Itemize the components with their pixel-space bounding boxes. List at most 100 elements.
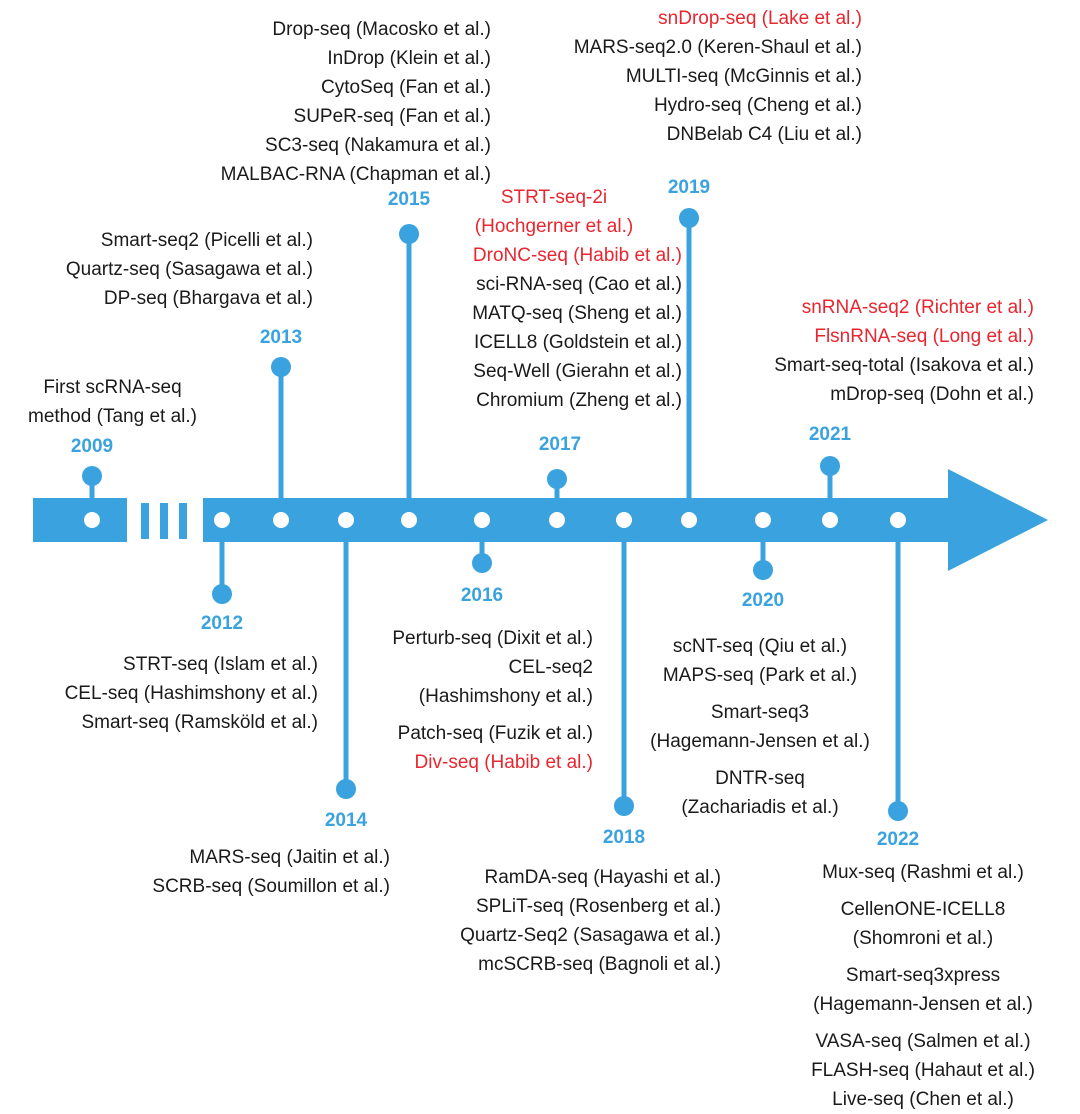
timeline-dot <box>338 512 354 528</box>
method-entry: CellenONE-ICELL8 <box>840 899 1006 920</box>
methods-2015: Drop-seq (Macosko et al.) InDrop (Klein e… <box>221 15 491 189</box>
arrow-head <box>948 469 1048 571</box>
method-entry: (Hagemann-Jensen et al.) <box>813 994 1033 1015</box>
method-entry: SPLiT-seq (Rosenberg et al.) <box>475 896 721 917</box>
year-end-dot <box>614 796 634 816</box>
methods-2019: snDrop-seq (Lake et al.)MARS-seq2.0 (Ker… <box>574 4 862 149</box>
method-entry: CEL-seq2 <box>508 657 594 678</box>
method-entry: FLASH-seq (Hahaut et al.) <box>811 1060 1035 1081</box>
method-entry: FlsnRNA-seq (Long et al.) <box>814 326 1034 347</box>
method-entry: Mux-seq (Rashmi et al.) <box>822 862 1024 883</box>
year-end-dot <box>212 584 232 604</box>
year-label-2020: 2020 <box>741 590 785 611</box>
method-entry: (Zachariadis et al.) <box>681 797 839 818</box>
year-label-2018: 2018 <box>602 827 646 848</box>
method-entry: Quartz-seq (Sasagawa et al.) <box>65 259 313 280</box>
method-entry: Smart-seq3 <box>710 702 810 723</box>
year-end-dot <box>753 560 773 580</box>
year-label-2012: 2012 <box>200 613 244 634</box>
arrow-bar-main <box>203 498 953 542</box>
method-entry: (Hashimshony et al.) <box>418 686 593 707</box>
timeline-dot <box>84 512 100 528</box>
method-entry: ICELL8 (Goldstein et al.) <box>473 332 682 353</box>
timeline-arrow <box>33 469 1048 571</box>
year-label-2016: 2016 <box>460 585 504 606</box>
year-label-2014: 2014 <box>324 810 368 831</box>
year-end-dot <box>82 466 102 486</box>
method-entry: (Hagemann-Jensen et al.) <box>650 731 870 752</box>
method-entry: CytoSeq (Fan et al.) <box>320 77 491 98</box>
year-end-dot <box>547 469 567 489</box>
year-label-2009: 2009 <box>70 436 114 457</box>
year-end-dot <box>271 357 291 377</box>
method-entry: Hydro-seq (Cheng et al.) <box>653 95 862 116</box>
timeline-dot <box>273 512 289 528</box>
year-end-dot <box>888 801 908 821</box>
method-entry: RamDA-seq (Hayashi et al.) <box>484 867 721 888</box>
method-entry: sci-RNA-seq (Cao et al.) <box>476 274 682 295</box>
method-entry: method (Tang et al.) <box>28 406 197 427</box>
year-label-2013: 2013 <box>259 327 303 348</box>
year-end-dot <box>679 208 699 228</box>
method-entry: scNT-seq (Qiu et al.) <box>672 636 848 657</box>
year-end-dot <box>399 224 419 244</box>
timeline-dot <box>401 512 417 528</box>
methods-2021: snRNA-seq2 (Richter et al.) FlsnRNA-seq (… <box>774 293 1034 409</box>
year-end-dot <box>820 456 840 476</box>
methods-2014: MARS-seq (Jaitin et al.) SCRB-seq (Soumil… <box>152 843 390 901</box>
method-entry: DP-seq (Bhargava et al.) <box>103 288 313 309</box>
method-entry: Perturb-seq (Dixit et al.) <box>392 628 593 649</box>
method-entry: Drop-seq (Macosko et al.) <box>272 19 491 40</box>
method-entry: MATQ-seq (Sheng et al.) <box>472 303 682 324</box>
arrow-break-stripe <box>141 503 149 539</box>
timeline-dot <box>755 512 771 528</box>
method-entry: mcSCRB-seq (Bagnoli et al.) <box>478 954 721 975</box>
method-entry: (Hochgerner et al.) <box>474 216 634 237</box>
arrow-break-stripe <box>179 503 187 539</box>
method-entry: MARS-seq (Jaitin et al.) <box>189 847 390 868</box>
methods-2018: RamDA-seq (Hayashi et al.) SPLiT-seq (Ros… <box>460 863 721 979</box>
method-entry: mDrop-seq (Dohn et al.) <box>830 384 1034 405</box>
method-entry: Live-seq (Chen et al.) <box>832 1089 1014 1110</box>
method-entry: CEL-seq (Hashimshony et al.) <box>64 683 318 704</box>
method-entry: First scRNA-seq <box>43 377 182 398</box>
method-entry: DNTR-seq <box>715 768 805 789</box>
year-label-2017: 2017 <box>538 434 582 455</box>
method-entry: SCRB-seq (Soumillon et al.) <box>152 876 390 897</box>
method-entry: Smart-seq3xpress <box>845 965 1001 986</box>
methods-2013: Smart-seq2 (Picelli et al.) Quartz-seq (S… <box>66 226 313 313</box>
method-entry: Smart-seq (Ramsköld et al.) <box>81 712 318 733</box>
arrow-break-stripe <box>160 503 168 539</box>
method-entry: SUPeR-seq (Fan et al.) <box>293 106 491 127</box>
timeline-dot <box>474 512 490 528</box>
method-entry: STRT-seq (Islam et al.) <box>123 654 318 675</box>
method-entry: MALBAC-RNA (Chapman et al.) <box>220 164 491 185</box>
timeline-dot <box>822 512 838 528</box>
year-end-dot <box>336 779 356 799</box>
method-entry: DroNC-seq (Habib et al.) <box>472 245 682 266</box>
method-entry: Smart-seq2 (Picelli et al.) <box>100 230 313 251</box>
method-entry: Div-seq (Habib et al.) <box>414 752 593 773</box>
method-entry: MAPS-seq (Park et al.) <box>662 665 858 686</box>
methods-2012: STRT-seq (Islam et al.) CEL-seq (Hashimsh… <box>65 650 318 737</box>
timeline-dots <box>84 512 906 528</box>
timeline-dot <box>890 512 906 528</box>
method-entry: STRT-seq-2i <box>500 187 608 208</box>
timeline-dot <box>214 512 230 528</box>
methods-2020: scNT-seq (Qiu et al.) MAPS-seq (Park et a… <box>628 632 892 822</box>
methods-2017: STRT-seq-2i (Hochgerner et al.) DroNC-seq … <box>426 183 682 415</box>
year-label-2019: 2019 <box>667 177 711 198</box>
method-entry: MARS-seq2.0 (Keren-Shaul et al.) <box>573 37 862 58</box>
method-entry: InDrop (Klein et al.) <box>327 48 491 69</box>
method-entry: Seq-Well (Gierahn et al.) <box>473 361 682 382</box>
method-entry: snRNA-seq2 (Richter et al.) <box>801 297 1034 318</box>
methods-2009: First scRNA-seq method (Tang et al.) <box>0 373 225 431</box>
methods-2022: Mux-seq (Rashmi et al.) CellenONE-ICELL8 (… <box>807 858 1039 1114</box>
year-label-2021: 2021 <box>808 424 852 445</box>
timeline-dot <box>681 512 697 528</box>
method-entry: Quartz-Seq2 (Sasagawa et al.) <box>460 925 721 946</box>
arrow-bar-start <box>33 498 127 542</box>
method-entry: MULTI-seq (McGinnis et al.) <box>625 66 862 87</box>
timeline-dot <box>616 512 632 528</box>
